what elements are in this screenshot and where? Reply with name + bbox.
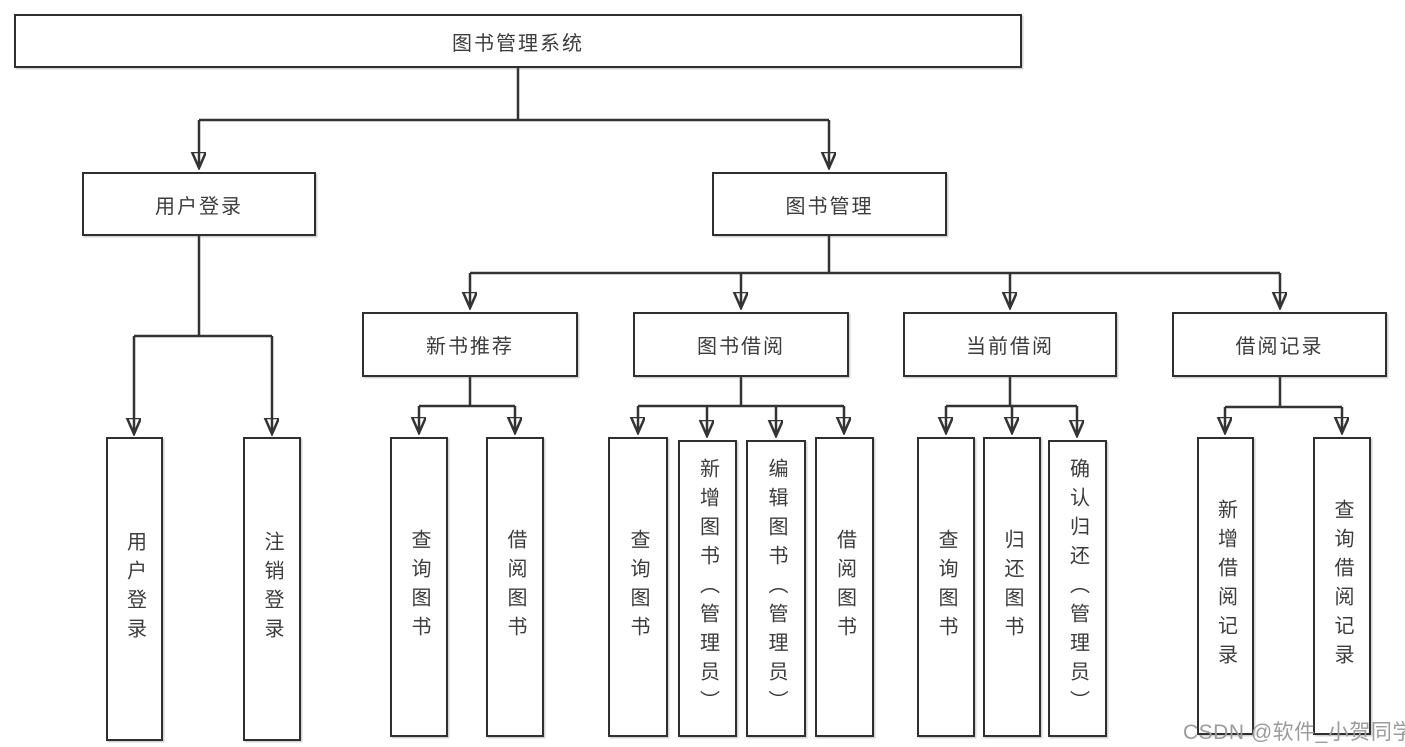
leaf-user-login-label: 用户登录 — [123, 531, 146, 647]
leaf-logout: 注销登录 — [243, 437, 301, 741]
connector-root-to-level2 — [199, 68, 829, 168]
node-book-borrow: 图书借阅 — [633, 312, 849, 377]
leaf-newbooks-borrow-books: 借阅图书 — [486, 437, 544, 737]
connector-currentborrow-to-leaves — [946, 377, 1077, 436]
leaf-bookborrow-add-books-admin-label: 新增图书（管理员） — [696, 458, 719, 719]
node-book-borrow-label: 图书借阅 — [697, 336, 785, 358]
leaf-bookborrow-borrow-books-label: 借阅图书 — [833, 529, 856, 645]
leaf-records-query-record: 查询借阅记录 — [1313, 437, 1371, 735]
leaf-currentborrow-confirm-return-admin-label: 确认归还（管理员） — [1066, 458, 1089, 719]
leaf-bookborrow-query-books-label: 查询图书 — [627, 529, 649, 645]
leaf-currentborrow-return-books-label: 归还图书 — [1001, 529, 1023, 645]
connector-newbooks-to-leaves — [419, 377, 515, 433]
leaf-currentborrow-query-books-label: 查询图书 — [935, 529, 957, 645]
node-root-label: 图书管理系统 — [452, 32, 584, 55]
leaf-records-add-record-label: 新增借阅记录 — [1214, 499, 1237, 673]
connector-bookmgmt-to-level3 — [470, 236, 1280, 308]
connector-bookborrow-to-leaves — [638, 377, 844, 436]
node-book-management-label: 图书管理 — [785, 195, 874, 218]
node-root: 图书管理系统 — [14, 14, 1022, 68]
connector-userlogin-to-leaves — [134, 236, 272, 434]
leaf-bookborrow-edit-books-admin: 编辑图书（管理员） — [746, 440, 806, 737]
csdn-watermark: CSDN @软件_小贺同学 — [1183, 721, 1405, 744]
leaf-currentborrow-query-books: 查询图书 — [917, 437, 975, 737]
node-book-management: 图书管理 — [712, 172, 947, 236]
leaf-newbooks-query-books: 查询图书 — [390, 437, 448, 737]
leaf-bookborrow-borrow-books: 借阅图书 — [815, 437, 874, 737]
node-new-book-recommend-label: 新书推荐 — [426, 336, 514, 358]
leaf-currentborrow-confirm-return-admin: 确认归还（管理员） — [1048, 440, 1107, 737]
node-current-borrow-label: 当前借阅 — [966, 336, 1054, 358]
leaf-records-query-record-label: 查询借阅记录 — [1331, 499, 1353, 673]
node-new-book-recommend: 新书推荐 — [362, 312, 578, 377]
connector-borrowrecords-to-leaves — [1225, 377, 1342, 433]
leaf-logout-label: 注销登录 — [261, 531, 283, 647]
leaf-user-login: 用户登录 — [106, 437, 163, 741]
node-borrow-records: 借阅记录 — [1172, 312, 1387, 377]
node-user-login-label: 用户登录 — [155, 195, 243, 218]
leaf-records-add-record: 新增借阅记录 — [1197, 437, 1254, 735]
leaf-currentborrow-return-books: 归还图书 — [983, 437, 1041, 737]
node-user-login: 用户登录 — [82, 172, 316, 236]
node-current-borrow: 当前借阅 — [903, 312, 1117, 377]
leaf-bookborrow-query-books: 查询图书 — [608, 437, 668, 737]
leaf-newbooks-borrow-books-label: 借阅图书 — [504, 529, 526, 645]
leaf-bookborrow-edit-books-admin-label: 编辑图书（管理员） — [765, 458, 787, 719]
leaf-newbooks-query-books-label: 查询图书 — [408, 529, 430, 645]
leaf-bookborrow-add-books-admin: 新增图书（管理员） — [678, 440, 737, 737]
node-borrow-records-label: 借阅记录 — [1235, 336, 1324, 358]
